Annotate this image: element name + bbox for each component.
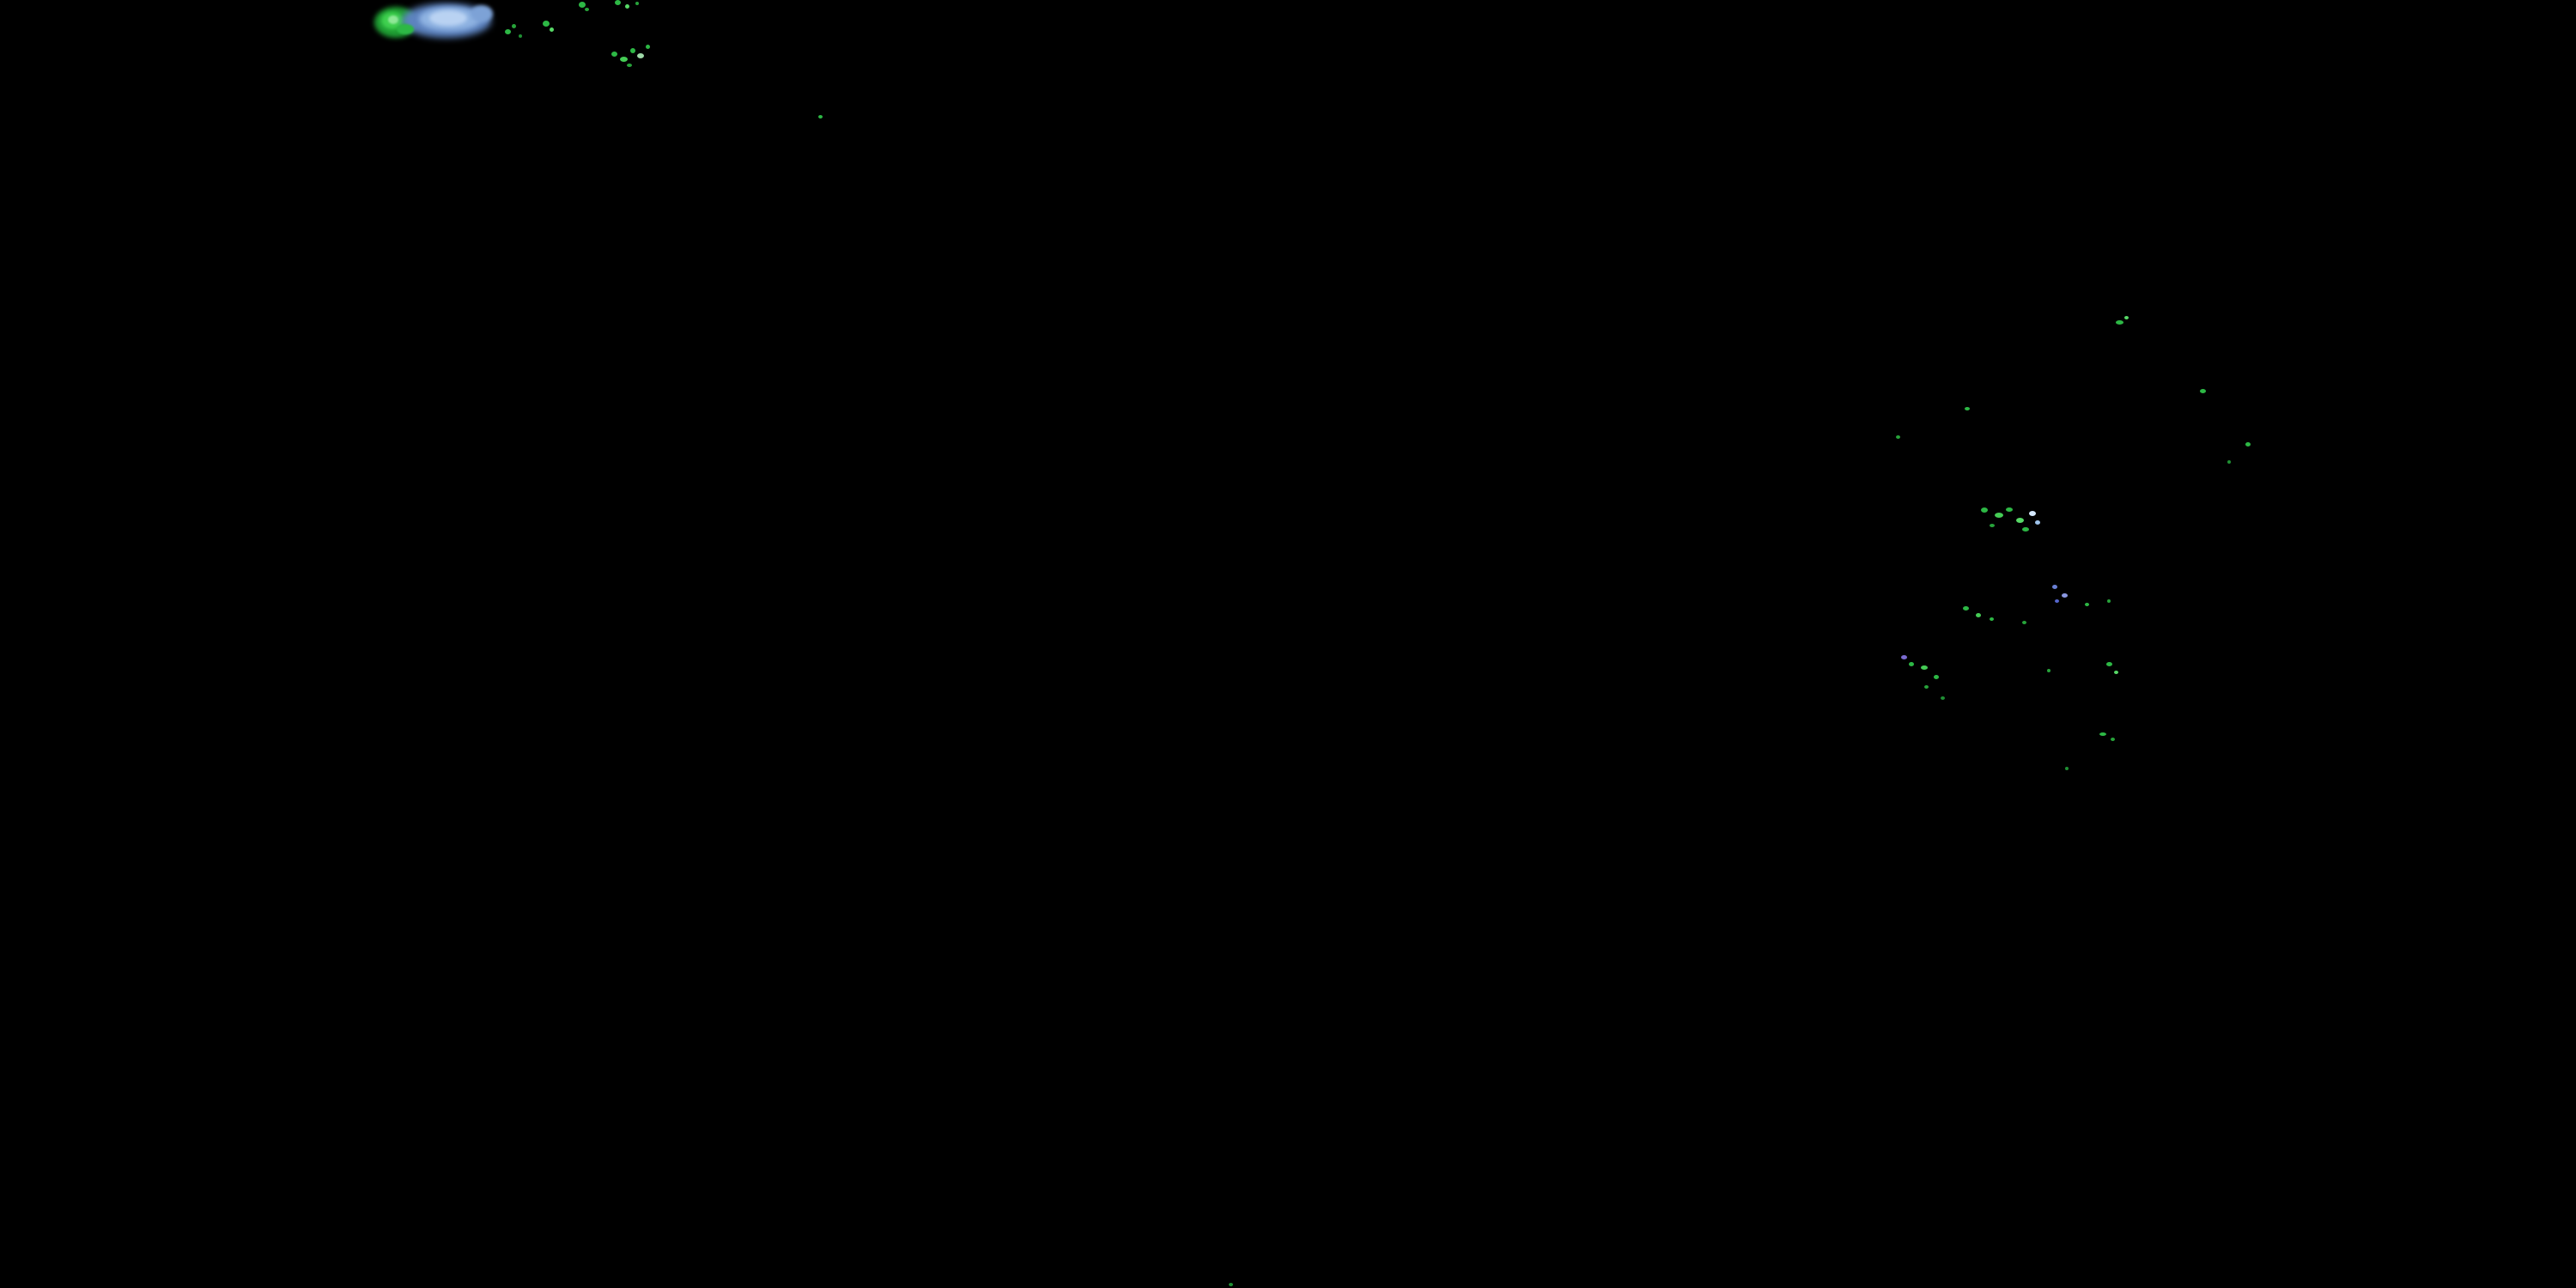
radar-echo [637, 53, 644, 58]
radar-echo [625, 4, 629, 9]
radar-echo [627, 64, 632, 67]
radar-echo [543, 21, 550, 27]
radar-echo [1963, 606, 1969, 611]
radar-echo [1896, 435, 1900, 439]
radar-echo [585, 8, 589, 11]
radar-echo [1909, 662, 1914, 666]
radar-echo [374, 7, 417, 38]
radar-echo [1941, 696, 1945, 700]
radar-echo [2016, 518, 2024, 523]
radar-echo [646, 45, 650, 49]
radar-echo [615, 0, 621, 5]
radar-echo [1995, 513, 2003, 518]
radar-echo [2124, 316, 2129, 319]
radar-echo [381, 12, 404, 29]
radar-echo [818, 115, 823, 118]
radar-echo [402, 3, 491, 38]
radar-echo [579, 2, 586, 8]
radar-echo [1990, 524, 1995, 527]
radar-echo [512, 24, 516, 28]
radar-echo [2111, 738, 2115, 741]
radar-echo [1990, 617, 1994, 621]
radar-echo [2022, 621, 2026, 624]
radar-echo [388, 15, 398, 24]
radar-echo [429, 10, 467, 26]
radar-echo [419, 7, 481, 31]
radar-echo [2099, 732, 2106, 736]
radar-echo [2047, 669, 2050, 672]
radar-echo [1924, 685, 1929, 689]
radar-echo [1976, 613, 1981, 617]
radar-echo [1934, 675, 1939, 679]
radar-echo [2245, 442, 2251, 447]
radar-echo [2106, 662, 2112, 666]
radar-echo [1921, 665, 1928, 670]
radar-echo [2022, 527, 2029, 532]
radar-echo [2055, 599, 2059, 603]
radar-echo [2085, 603, 2089, 606]
radar-echo [2029, 511, 2036, 516]
radar-echo [620, 57, 628, 62]
radar-echo [397, 24, 414, 34]
radar-echo [1981, 507, 1988, 513]
radar-echo [2200, 389, 2206, 393]
radar-echo [635, 2, 639, 5]
radar-echo [471, 5, 493, 22]
radar-echo [2062, 593, 2068, 598]
radar-echo [1229, 1283, 1233, 1286]
radar-echo [550, 27, 554, 32]
radar-echo [611, 52, 617, 57]
radar-echo [630, 48, 635, 53]
radar-echo [2065, 767, 2069, 770]
radar-echo [2114, 671, 2118, 674]
radar-echo [519, 34, 522, 38]
radar-echo [505, 29, 511, 34]
radar-echo [2116, 320, 2123, 325]
radar-echo [2006, 507, 2013, 512]
radar-echo [2107, 599, 2111, 603]
radar-echo [2035, 520, 2040, 525]
radar-echo [1965, 407, 1970, 410]
radar-echo [1901, 655, 1907, 659]
radar-echo [2227, 460, 2231, 464]
radar-echo [2052, 585, 2057, 589]
